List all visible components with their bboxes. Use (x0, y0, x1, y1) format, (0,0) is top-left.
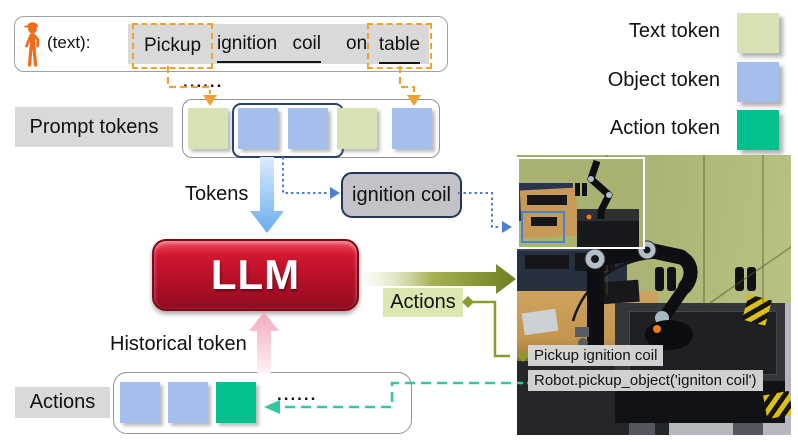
inset-platform (577, 209, 639, 247)
word-table: table (378, 28, 421, 64)
inset-parts (527, 195, 567, 205)
hazard-tape (763, 390, 791, 420)
wall-clip (667, 267, 676, 291)
actions-history-label: Actions (15, 387, 110, 418)
inset-object-highlight (521, 211, 565, 243)
text-prefix: (text): (47, 33, 91, 52)
tokens-down-arrow (250, 157, 284, 233)
prompt-tokens (182, 99, 438, 156)
object-callout: ignition coil (341, 172, 462, 218)
historical-up-arrow (249, 312, 279, 374)
olive-connector (470, 300, 510, 358)
photo-metal-plate (521, 308, 559, 336)
legend-label-text: Text token (628, 20, 720, 42)
legend-label-action: Action token (609, 117, 720, 139)
legend-swatch-action (737, 110, 779, 150)
text-token (337, 108, 377, 149)
historical-token-label: Historical token (110, 333, 247, 355)
object-token (288, 108, 328, 149)
llm-label: LLM (210, 251, 301, 298)
photo-caption-code: Robot.pickup_object('igniton coil') (528, 370, 763, 391)
object-token (120, 382, 160, 423)
word-pickup-box: Pickup (132, 23, 213, 69)
inset-wall-clip (575, 183, 580, 196)
photo-black-box (600, 279, 640, 305)
wall-clip (655, 267, 664, 291)
sentence-highlight (128, 24, 429, 64)
wall-clip (735, 267, 744, 291)
olive-diamond-start (462, 296, 474, 308)
wall-clip (747, 267, 756, 291)
history-tokens (113, 372, 410, 432)
word-on: on (346, 33, 368, 54)
llm-block: LLM (152, 239, 359, 311)
robot-photo: Pickup ignition coil Robot.pickup_object… (517, 155, 791, 435)
photo-inset (517, 157, 645, 249)
photo-caption-action: Pickup ignition coil (528, 345, 664, 366)
photo-equipment (525, 255, 569, 269)
inset-ignition-coil (531, 217, 557, 226)
photo-platform-leg (629, 423, 655, 435)
person-icon (22, 19, 42, 69)
inset-wall-clip (582, 183, 587, 196)
ellipsis-bottom: ...... (277, 385, 318, 404)
photo-platform-leg (733, 423, 763, 435)
blue-arrowhead-2 (502, 221, 512, 233)
legend-swatch-text (737, 13, 779, 53)
actions-output-label: Actions (383, 288, 463, 317)
legend-label-object: Object token (607, 69, 720, 91)
object-token (392, 108, 432, 149)
object-token (238, 108, 278, 149)
blue-arrowhead-1 (330, 187, 340, 199)
tokens-arrow-label: Tokens (185, 183, 249, 205)
word-table-box: table (367, 23, 432, 69)
photo-equipment (575, 253, 615, 271)
ellipsis-top: ...... (183, 72, 224, 91)
word-ignition-coil: ignition coil (217, 27, 321, 63)
object-token (168, 382, 208, 423)
word-pickup: Pickup (143, 35, 202, 56)
text-token (188, 108, 228, 149)
action-token (216, 382, 256, 423)
prompt-tokens-label: Prompt tokens (15, 107, 173, 147)
legend-swatch-object (737, 62, 779, 102)
